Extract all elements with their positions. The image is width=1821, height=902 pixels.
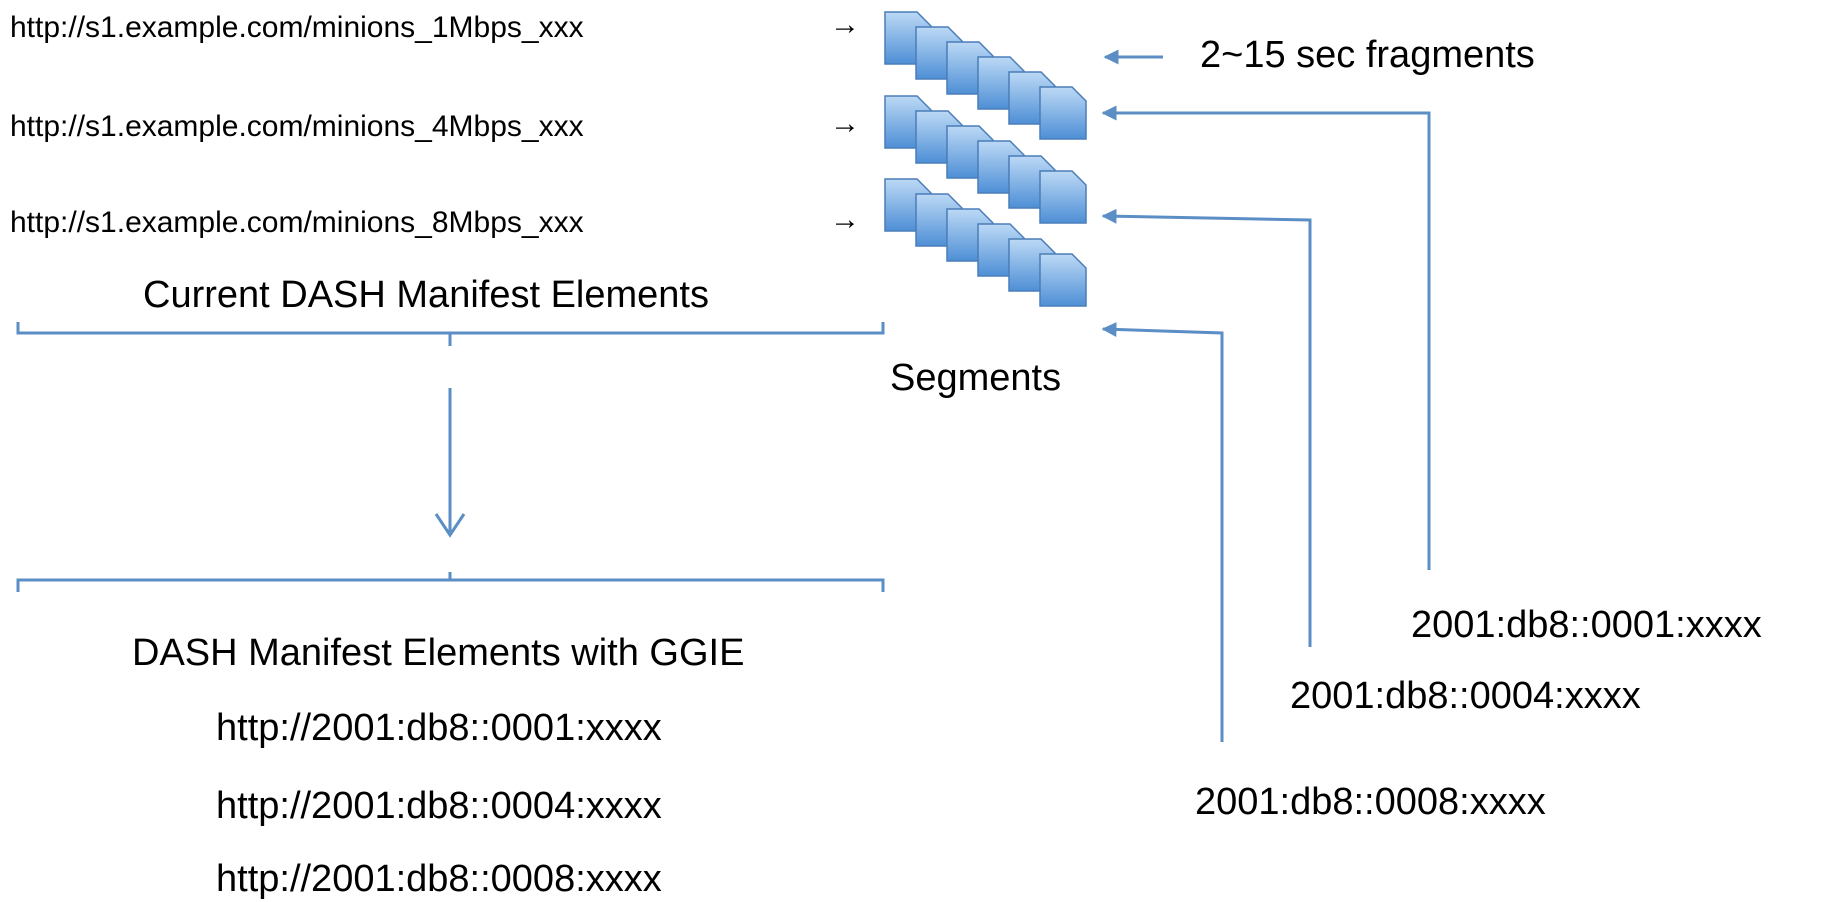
segments-label: Segments bbox=[890, 357, 1062, 399]
ggie-manifest-label: DASH Manifest Elements with GGIE bbox=[132, 632, 745, 674]
ggie-url-0004: http://2001:db8::0004:xxxx bbox=[216, 785, 662, 827]
current-manifest-label: Current DASH Manifest Elements bbox=[143, 274, 709, 316]
ggie-manifest-bracket bbox=[16, 572, 885, 592]
segment-stacks bbox=[884, 11, 1087, 307]
source-url-8mbps: http://s1.example.com/minions_8Mbps_xxx bbox=[10, 206, 584, 239]
segment-icon bbox=[1039, 170, 1087, 224]
source-url-1mbps: http://s1.example.com/minions_1Mbps_xxx bbox=[10, 11, 584, 44]
right-arrow-icon: → bbox=[830, 107, 860, 140]
ggie-url-0008: http://2001:db8::0008:xxxx bbox=[216, 858, 662, 900]
source-url-4mbps: http://s1.example.com/minions_4Mbps_xxx bbox=[10, 110, 584, 143]
address-0004: 2001:db8::0004:xxxx bbox=[1290, 675, 1641, 717]
segment-stack bbox=[884, 95, 1087, 224]
ggie-url-0001: http://2001:db8::0001:xxxx bbox=[216, 707, 662, 749]
fragments-label: 2~15 sec fragments bbox=[1200, 34, 1535, 76]
right-arrow-icon: → bbox=[830, 8, 860, 41]
segment-icon bbox=[1039, 253, 1087, 307]
right-arrow-icon: → bbox=[830, 203, 860, 236]
segment-stack bbox=[884, 11, 1087, 140]
address-0008-connector bbox=[1101, 321, 1224, 742]
segment-icon bbox=[1039, 86, 1087, 140]
address-0001-connector bbox=[1101, 105, 1431, 570]
current-manifest-bracket bbox=[16, 322, 885, 346]
segment-stack bbox=[884, 178, 1087, 307]
address-0008: 2001:db8::0008:xxxx bbox=[1195, 781, 1546, 823]
address-0001: 2001:db8::0001:xxxx bbox=[1411, 604, 1762, 646]
address-0004-connector bbox=[1101, 208, 1312, 647]
transform-arrow-head bbox=[434, 513, 466, 538]
